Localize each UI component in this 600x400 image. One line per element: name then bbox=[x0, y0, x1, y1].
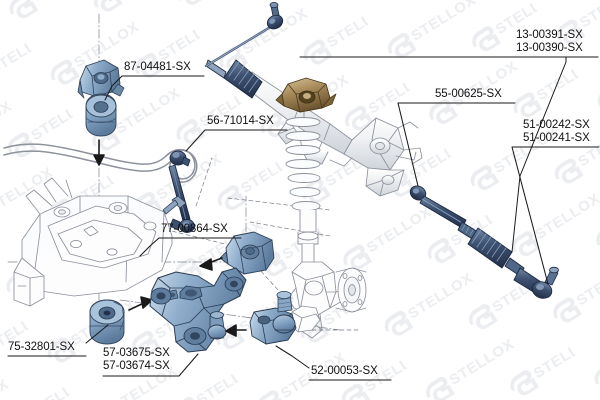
part-mount-bolt bbox=[162, 195, 187, 215]
part-code: 56-71014-SX bbox=[207, 115, 274, 127]
part-outer-tie-rod-end bbox=[467, 227, 559, 299]
part-stabilizer-bracket bbox=[77, 59, 125, 99]
part-code: 13-00390-SX bbox=[516, 42, 583, 54]
label-underlines bbox=[7, 56, 600, 381]
label-77-00864[interactable]: 77-00864-SX bbox=[161, 223, 228, 236]
label-87-04481[interactable]: 87-04481-SX bbox=[124, 61, 191, 74]
label-13-00391-13-00390[interactable]: 13-00391-SX 13-00390-SX bbox=[516, 29, 583, 55]
part-code-highlighted: 57-03675-SX bbox=[103, 347, 170, 359]
label-52-00053[interactable]: 52-00053-SX bbox=[311, 365, 378, 378]
install-arrow-stabilizer-bushing bbox=[93, 139, 105, 166]
part-code: 52-00053-SX bbox=[311, 365, 378, 377]
part-stabilizer-bushing bbox=[85, 93, 117, 137]
part-code: 75-32801-SX bbox=[8, 341, 75, 353]
leader-lines bbox=[85, 56, 567, 377]
part-code: 77-00864-SX bbox=[161, 223, 228, 235]
part-ball-joint bbox=[249, 290, 297, 345]
part-code: 57-03674-SX bbox=[103, 360, 170, 372]
install-arrow-ball-joint bbox=[225, 324, 247, 337]
part-code: 51-00241-SX bbox=[523, 132, 590, 144]
install-arrow-rear-bushing bbox=[199, 257, 223, 271]
label-56-71014[interactable]: 56-71014-SX bbox=[207, 115, 274, 128]
part-control-arm bbox=[149, 267, 247, 353]
install-arrow-front-bushing bbox=[128, 296, 153, 311]
label-75-32801[interactable]: 75-32801-SX bbox=[8, 341, 75, 354]
part-rear-arm-bushing bbox=[219, 231, 275, 275]
part-code: 51-00242-SX bbox=[523, 119, 590, 131]
part-rack-boot bbox=[204, 2, 284, 99]
part-code: 55-00625-SX bbox=[435, 88, 502, 100]
part-stabilizer-link bbox=[168, 150, 195, 233]
knuckle-upper-bracket bbox=[291, 305, 321, 333]
label-57-03675-57-03674[interactable]: 57-03675-SX 57-03674-SX bbox=[103, 347, 170, 373]
label-51-00242-51-00241[interactable]: 51-00242-SX 51-00241-SX bbox=[523, 119, 590, 145]
label-55-00625[interactable]: 55-00625-SX bbox=[435, 88, 502, 101]
part-code: 13-00391-SX bbox=[516, 29, 583, 41]
part-strut-mount bbox=[275, 77, 337, 113]
part-subframe bbox=[13, 177, 173, 307]
part-code: 87-04481-SX bbox=[124, 61, 191, 73]
